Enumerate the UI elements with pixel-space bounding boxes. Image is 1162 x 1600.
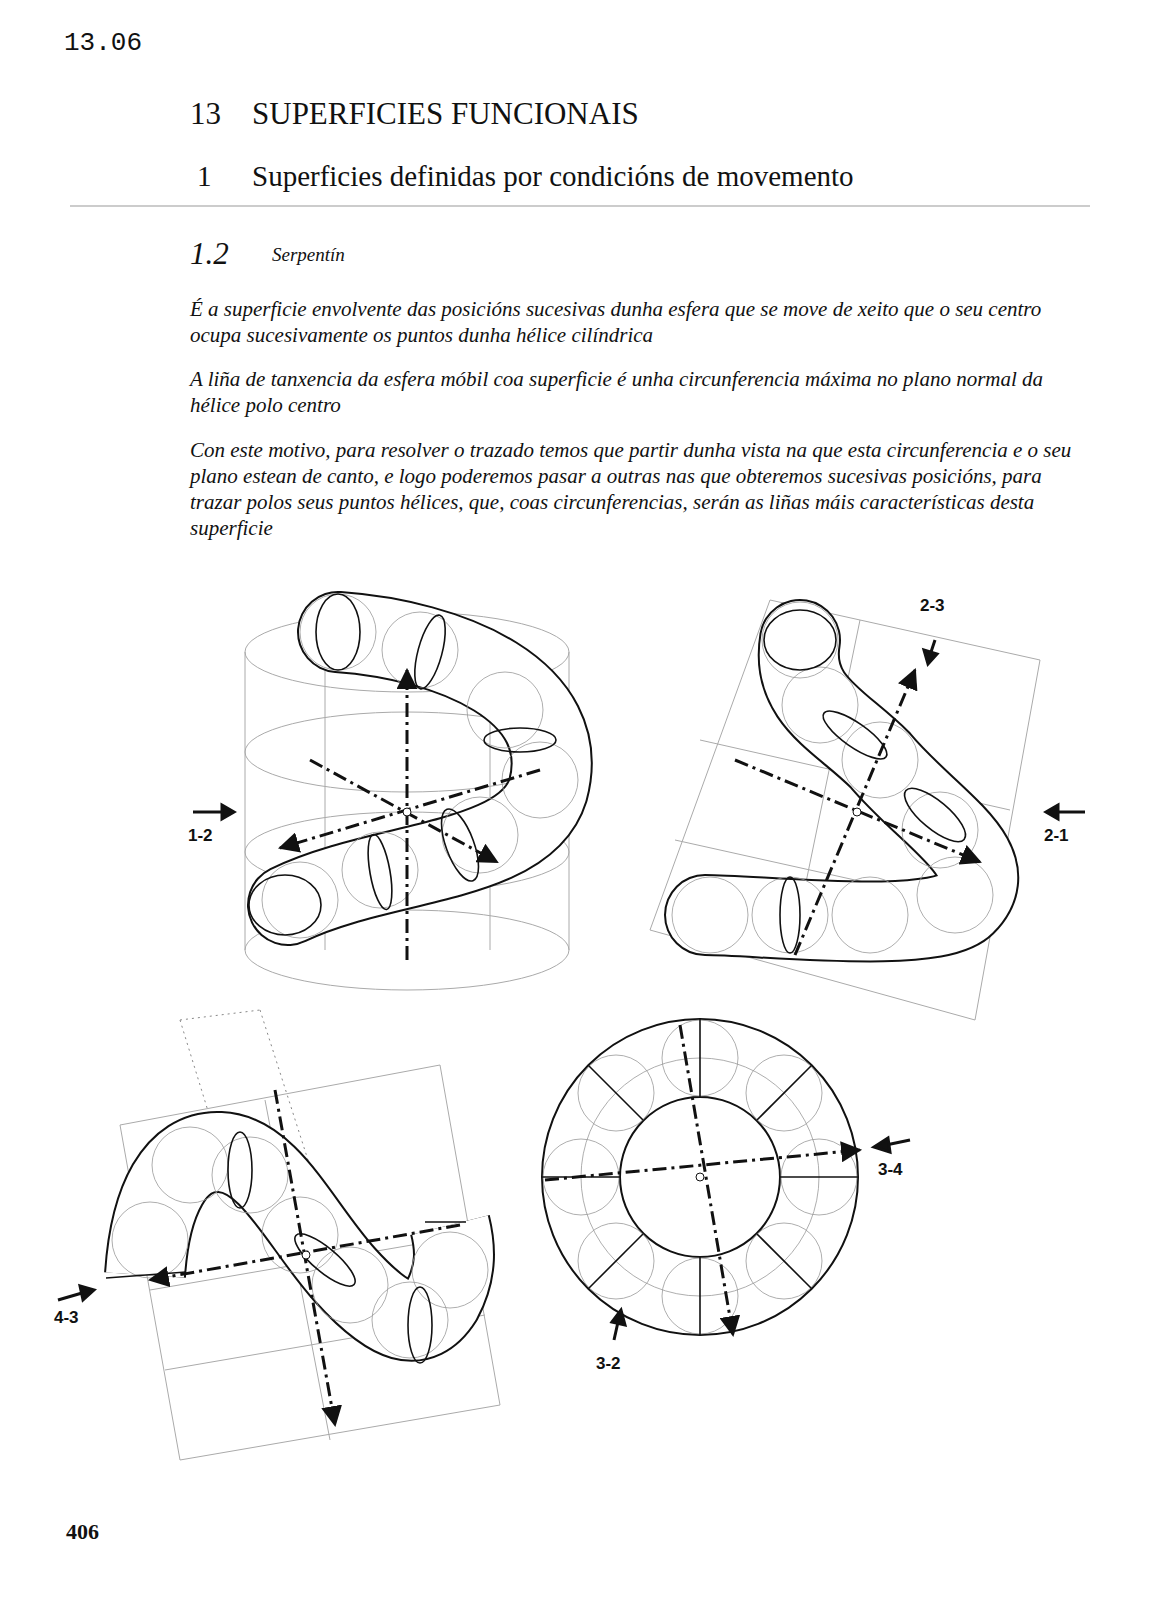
paragraph: É a superficie envolvente das posicións … (190, 296, 1080, 348)
view-label: 2-3 (920, 596, 945, 616)
subsection-title: Serpentín (272, 244, 345, 266)
page-code: 13.06 (64, 28, 142, 58)
view-1 (245, 594, 578, 990)
chapter-number: 13 (190, 96, 221, 132)
page-number: 406 (66, 1519, 99, 1545)
subsection-number: 1.2 (190, 236, 229, 272)
view-label: 3-4 (878, 1160, 903, 1180)
section-number: 1 (197, 160, 212, 193)
view-4 (542, 1019, 860, 1335)
view-3 (106, 1010, 500, 1460)
view-label: 4-3 (54, 1308, 79, 1328)
view-label: 3-2 (596, 1354, 621, 1374)
view-label: 1-2 (188, 826, 213, 846)
paragraph: A liña de tanxencia da esfera móbil coa … (190, 366, 1080, 418)
page-title: SUPERFICIES FUNCIONAIS (252, 96, 639, 132)
rule (70, 206, 1090, 207)
view-label: 2-1 (1044, 826, 1069, 846)
view-2 (650, 600, 1040, 1020)
section-title: Superficies definidas por condicións de … (252, 160, 854, 193)
view-arrows (58, 640, 1085, 1340)
paragraph: Con este motivo, para resolver o trazado… (190, 437, 1080, 541)
